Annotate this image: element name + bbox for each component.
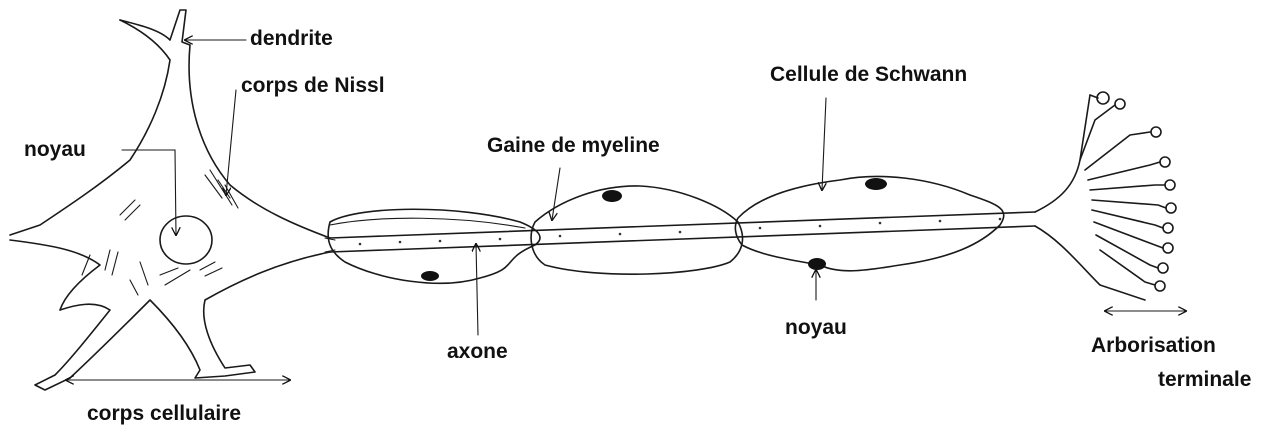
- label-gaine-de-myeline: Gaine de myeline: [487, 134, 660, 158]
- left-dendrite: [10, 240, 100, 310]
- label-noyau-schwann: noyau: [785, 316, 847, 340]
- schwann-nucleus-2: [602, 190, 622, 202]
- label-terminale: terminale: [1158, 368, 1251, 392]
- lower-left-dendrite: [35, 304, 110, 390]
- schwann-nucleus-1: [421, 271, 439, 281]
- synaptic-knobs: [1097, 92, 1176, 291]
- label-corps-cellulaire: corps cellulaire: [87, 402, 241, 426]
- cell-body: [10, 10, 335, 390]
- terminal-arborization: [1035, 95, 1166, 300]
- label-axone: axone: [447, 340, 508, 364]
- gaine-pointer: [552, 168, 560, 220]
- myelin-sheath-3: [735, 176, 1003, 270]
- nissl-pointer: [226, 90, 236, 195]
- label-noyau-soma: noyau: [24, 138, 86, 162]
- axone-pointer: [476, 244, 478, 335]
- label-cellule-de-schwann: Cellule de Schwann: [770, 63, 967, 87]
- axon: [330, 212, 1035, 252]
- top-dendrite-left-edge: [10, 20, 170, 235]
- label-dendrite: dendrite: [250, 27, 333, 51]
- label-corps-de-nissl: corps de Nissl: [241, 74, 385, 98]
- nissl-bodies: [82, 170, 238, 295]
- bottom-dendrite: [70, 252, 330, 378]
- soma-nucleus: [160, 216, 212, 264]
- schwann-nucleus-3: [865, 178, 887, 190]
- schwann-pointer: [822, 98, 826, 190]
- label-arborisation: Arborisation: [1091, 334, 1216, 358]
- schwann-nucleus-4: [808, 258, 826, 270]
